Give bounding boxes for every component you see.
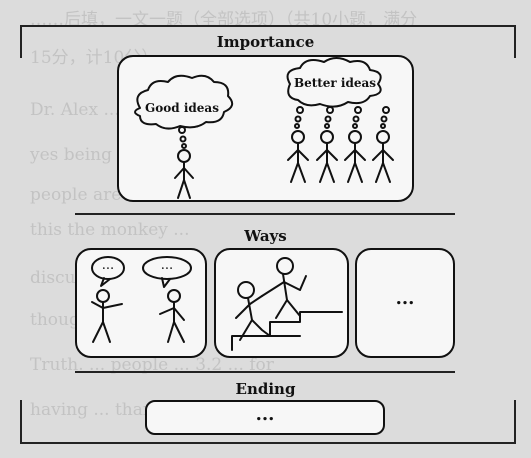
speech-text-right: ... xyxy=(160,258,174,273)
better-ideas-label: Better ideas xyxy=(293,76,377,90)
frame-right-top xyxy=(514,25,516,58)
title-ways: Ways xyxy=(244,227,287,245)
cloud-icon xyxy=(134,74,234,130)
ending-panel xyxy=(145,400,385,435)
stick-figure-talking-right xyxy=(159,289,185,343)
frame-left-top xyxy=(20,25,22,58)
ways-panel-talking xyxy=(75,248,207,358)
title-ending: Ending xyxy=(235,380,296,398)
divider-ways-ending xyxy=(75,371,455,373)
ways-panel-helping xyxy=(214,248,349,358)
speech-text-left: ... xyxy=(101,258,115,273)
frame-right-bottom xyxy=(514,400,516,444)
speech-bubble-icon xyxy=(91,256,125,280)
ending-more-dots: ... xyxy=(255,404,275,425)
frame-left-bottom xyxy=(20,400,22,444)
cloud-icon xyxy=(286,57,382,108)
ways-more-dots: ... xyxy=(395,288,415,309)
frame-bottom xyxy=(20,442,516,444)
stick-figure-group xyxy=(287,130,394,183)
helping-climb-drawing xyxy=(231,257,343,351)
stick-figure-talking-left xyxy=(91,289,123,343)
title-importance: Importance xyxy=(216,33,315,51)
speech-bubble-icon xyxy=(142,256,192,280)
frame-top xyxy=(20,25,516,27)
divider-importance-ways xyxy=(75,213,455,215)
good-ideas-label: Good ideas xyxy=(145,101,219,115)
ways-panel-more xyxy=(355,248,455,358)
stick-figure-single xyxy=(174,149,194,199)
